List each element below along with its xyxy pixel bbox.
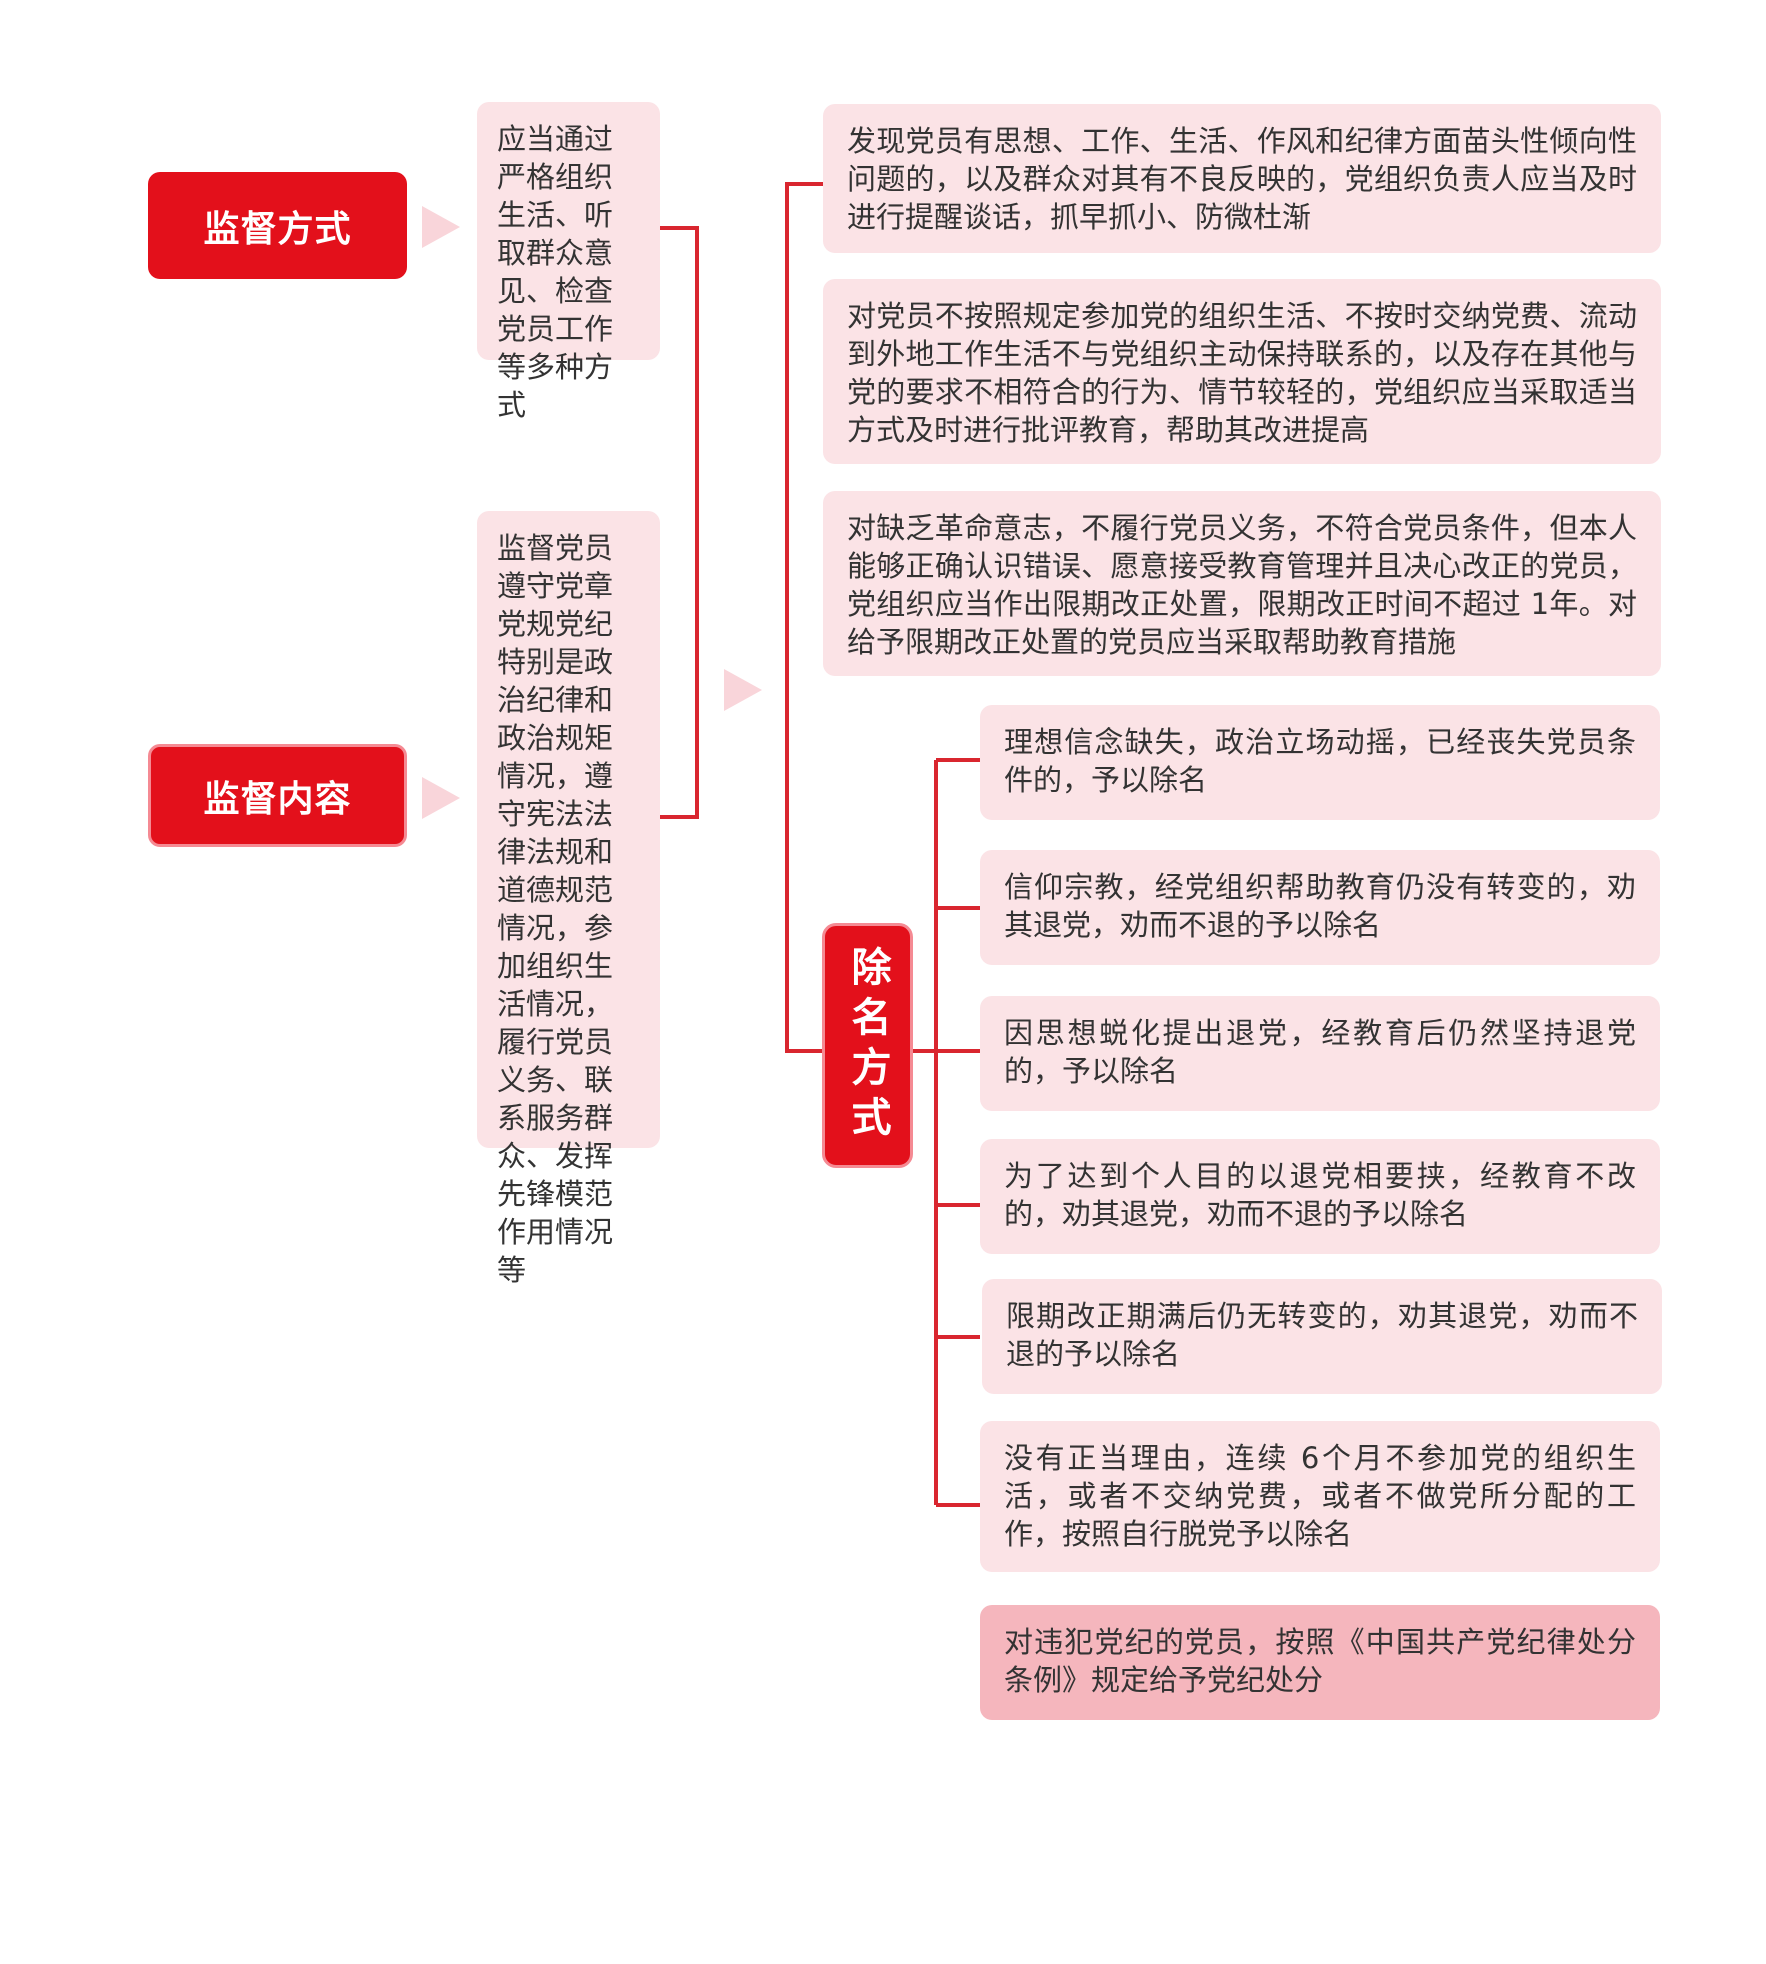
supervision-content-card: 监督党员遵守党章党规党纪特别是政治纪律和政治规矩情况，遵守宪法法律法规和道德规范… — [477, 511, 660, 1287]
reminder-talk-card: 发现党员有思想、工作、生活、作风和纪律方面苗头性倾向性问题的，以及群众对其有不良… — [823, 104, 1661, 253]
removal-item-text: 因思想蜕化提出退党，经教育后仍然坚持退党的，予以除名 — [1004, 1016, 1636, 1088]
party-discipline-text: 对违犯党纪的党员，按照《中国共产党纪律处分条例》规定给予党纪处分 — [1004, 1625, 1636, 1697]
removal-item-text: 信仰宗教，经党组织帮助教育仍没有转变的，劝其退党，劝而不退的予以除名 — [1004, 870, 1636, 942]
deadline-correction-text: 对缺乏革命意志，不履行党员义务，不符合党员条件，但本人能够正确认识错误、愿意接受… — [847, 511, 1637, 659]
supervision-method-text: 应当通过严格组织生活、听取群众意见、检查党员工作等多种方式 — [497, 122, 614, 422]
removal-item-text: 没有正当理由，连续 6个月不参加党的组织生活，或者不交纳党费，或者不做党所分配的… — [1004, 1441, 1636, 1551]
supervision-method-title: 监督方式 — [148, 172, 407, 279]
removal-item-text: 为了达到个人目的以退党相要挟，经教育不改的，劝其退党，劝而不退的予以除名 — [1004, 1159, 1636, 1231]
supervision-content-title: 监督内容 — [148, 744, 407, 847]
removal-item: 因思想蜕化提出退党，经教育后仍然坚持退党的，予以除名 — [980, 996, 1660, 1111]
removal-item: 信仰宗教，经党组织帮助教育仍没有转变的，劝其退党，劝而不退的予以除名 — [980, 850, 1660, 965]
supervision-method-card: 应当通过严格组织生活、听取群众意见、检查党员工作等多种方式 — [477, 102, 660, 422]
criticism-education-card: 对党员不按照规定参加党的组织生活、不按时交纳党费、流动到外地工作生活不与党组织主… — [823, 279, 1661, 464]
arrow-icon — [724, 669, 762, 711]
removal-method-title: 除名方式 — [822, 923, 913, 1168]
deadline-correction-card: 对缺乏革命意志，不履行党员义务，不符合党员条件，但本人能够正确认识错误、愿意接受… — [823, 491, 1661, 676]
reminder-talk-text: 发现党员有思想、工作、生活、作风和纪律方面苗头性倾向性问题的，以及群众对其有不良… — [847, 124, 1637, 234]
removal-item-text: 限期改正期满后仍无转变的，劝其退党，劝而不退的予以除名 — [1006, 1299, 1638, 1371]
supervision-content-title-text: 监督内容 — [203, 778, 352, 820]
removal-item-text: 理想信念缺失，政治立场动摇，已经丧失党员条件的，予以除名 — [1004, 725, 1636, 797]
arrow-icon — [422, 206, 460, 248]
removal-item: 限期改正期满后仍无转变的，劝其退党，劝而不退的予以除名 — [982, 1279, 1662, 1394]
supervision-method-title-text: 监督方式 — [203, 208, 352, 250]
supervision-content-text: 监督党员遵守党章党规党纪特别是政治纪律和政治规矩情况，遵守宪法法律法规和道德规范… — [497, 531, 614, 1287]
removal-item: 为了达到个人目的以退党相要挟，经教育不改的，劝其退党，劝而不退的予以除名 — [980, 1139, 1660, 1254]
removal-item: 没有正当理由，连续 6个月不参加党的组织生活，或者不交纳党费，或者不做党所分配的… — [980, 1421, 1660, 1572]
party-discipline-card: 对违犯党纪的党员，按照《中国共产党纪律处分条例》规定给予党纪处分 — [980, 1605, 1660, 1720]
criticism-education-text: 对党员不按照规定参加党的组织生活、不按时交纳党费、流动到外地工作生活不与党组织主… — [847, 299, 1637, 447]
removal-item: 理想信念缺失，政治立场动摇，已经丧失党员条件的，予以除名 — [980, 705, 1660, 820]
arrow-icon — [422, 777, 460, 819]
removal-method-title-text: 除名方式 — [844, 945, 891, 1146]
